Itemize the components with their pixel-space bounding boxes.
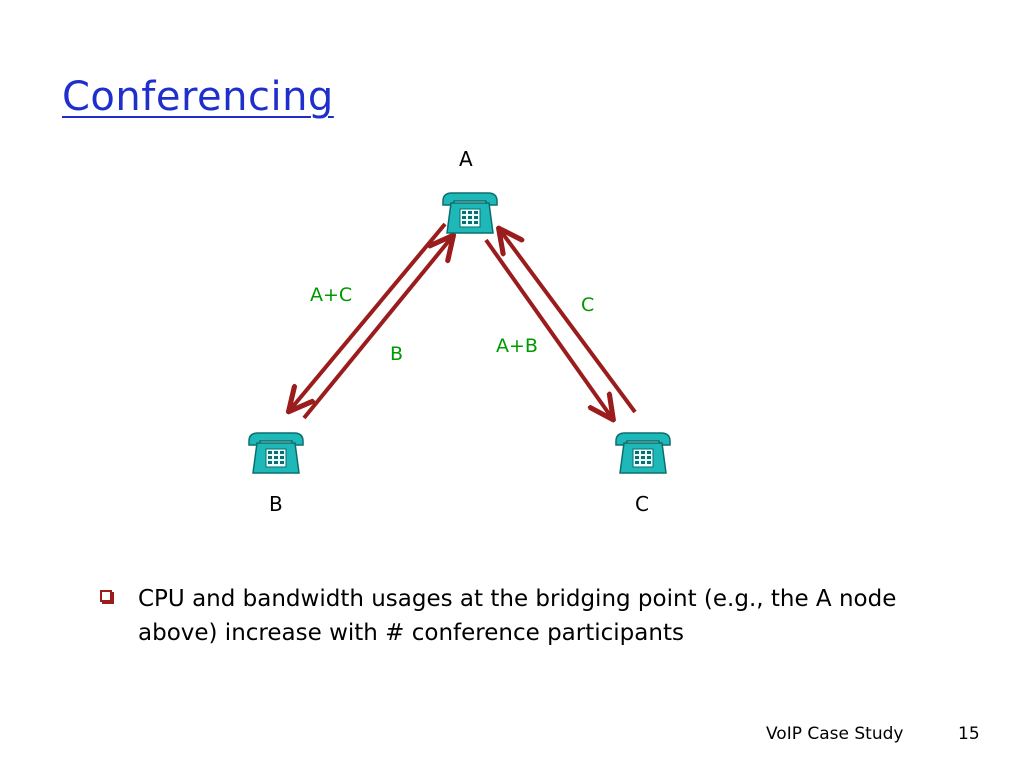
conferencing-diagram — [248, 192, 671, 474]
arrow-c-to-a — [500, 230, 637, 414]
node-label-c: C — [635, 492, 649, 516]
node-label-b: B — [269, 492, 283, 516]
square-bullet-icon — [100, 590, 114, 604]
arrow-a-to-b — [290, 222, 447, 410]
edge-label-a-to-b: A+C — [310, 284, 353, 306]
page-number: 15 — [958, 724, 980, 744]
telephone-icon — [442, 192, 498, 234]
node-label-a: A — [459, 147, 473, 171]
edge-label-a-to-c: A+B — [496, 335, 538, 357]
bullet-text: CPU and bandwidth usages at the bridging… — [138, 586, 897, 646]
arrow-a-to-c — [484, 238, 612, 418]
footer-course: VoIP Case Study — [766, 724, 904, 744]
edge-label-c-to-a: C — [581, 294, 595, 316]
edge-label-b-to-a: B — [390, 343, 404, 365]
page-title: Conferencing — [62, 74, 334, 120]
telephone-icon — [248, 432, 304, 474]
telephone-icon — [615, 432, 671, 474]
arrow-b-to-a — [302, 237, 452, 420]
